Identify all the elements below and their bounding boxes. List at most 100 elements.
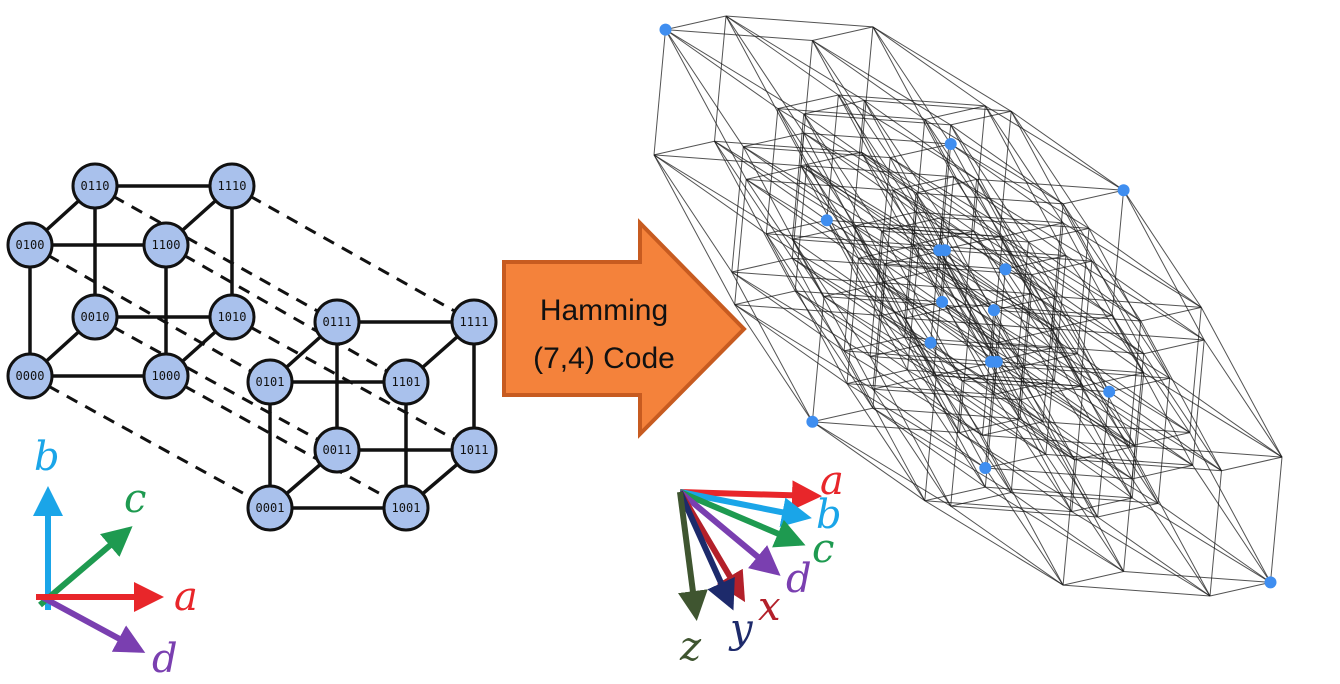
lattice-edge <box>872 407 986 488</box>
lattice-edge <box>653 154 793 240</box>
lattice-edge <box>653 140 715 156</box>
lattice-edge <box>1010 492 1124 572</box>
lattice-edge <box>950 110 1012 126</box>
node-0110: 0110 <box>71 162 119 210</box>
lattice-edge <box>1077 353 1191 434</box>
lattice-edge <box>872 388 952 507</box>
lattice-edge <box>1051 347 1191 434</box>
lattice-edge <box>962 366 1023 382</box>
lattice-edge <box>1010 111 1090 229</box>
lattice-edge <box>1221 456 1283 472</box>
lattice-edge <box>913 244 1052 330</box>
lattice-edge <box>1062 222 1202 308</box>
lattice-edge <box>823 296 937 376</box>
lattice-edge <box>838 94 977 180</box>
codeword-point <box>944 138 957 150</box>
lattice-edge <box>1074 459 1222 472</box>
axis-b-label-right: b <box>816 492 842 538</box>
lattice-edge <box>860 26 874 153</box>
lattice-edge <box>953 176 1032 294</box>
lattice-edge <box>1002 236 1142 322</box>
lattice-edge <box>1062 571 1124 586</box>
axis-z-label-right: z <box>679 624 702 670</box>
dashed-edge-1100-1101 <box>165 243 407 384</box>
codeword-point <box>1117 184 1130 197</box>
node-1110: 1110 <box>208 162 256 210</box>
lattice-edge <box>1071 511 1211 597</box>
node-circle <box>208 293 256 341</box>
lattice-edge <box>872 282 885 409</box>
lattice-edge <box>878 282 960 433</box>
lattice-edge <box>915 211 1055 297</box>
lattice-edge <box>930 217 943 343</box>
lattice-edge <box>915 211 998 363</box>
codeword-point <box>979 462 992 474</box>
axis-c-arrow-right <box>678 489 806 548</box>
lattice-edge <box>852 225 1000 238</box>
lattice-edge <box>872 374 934 390</box>
lattice-edge <box>1054 380 1193 466</box>
node-label: 1100 <box>152 238 181 252</box>
lattice-edge <box>869 355 983 436</box>
lattice-edge <box>734 304 813 422</box>
lattice-edge <box>734 179 747 305</box>
lattice-edge <box>714 140 854 227</box>
node-circle <box>6 352 54 400</box>
lattice-edge <box>938 268 1078 355</box>
node-label: 1111 <box>460 315 489 329</box>
lattice-edge <box>941 217 1024 368</box>
lattice-edge <box>878 282 1018 368</box>
lattice-edge <box>812 421 926 502</box>
lattice-edge <box>1077 353 1159 504</box>
lattice-edge <box>1079 386 1159 504</box>
lattice-edge <box>665 15 727 31</box>
lattice-edge <box>924 105 986 120</box>
lattice-edge <box>806 165 885 284</box>
lattice-edge <box>812 26 874 41</box>
node-circle <box>71 293 119 341</box>
codeword-point <box>820 214 833 227</box>
lattice-edge <box>714 141 796 292</box>
lattice-edge <box>872 26 952 145</box>
lattice-edge <box>794 290 874 409</box>
lattice-edge <box>1057 328 1205 341</box>
lattice-edge <box>1082 385 1222 472</box>
lattice-edge <box>1022 366 1170 379</box>
lattice-edge <box>996 361 1144 374</box>
lattice-edge <box>1203 339 1283 458</box>
lattice-edge <box>1054 296 1202 308</box>
lattice-edge <box>792 257 931 344</box>
lattice-edge <box>1019 399 1133 480</box>
lattice-edge <box>1123 446 1136 572</box>
lattice-edge <box>837 94 917 213</box>
code-lattice <box>653 15 1283 597</box>
node-circle <box>208 162 256 210</box>
node-1010: 1010 <box>208 293 256 341</box>
lattice-edge <box>930 342 1012 493</box>
hamming-arrow: Hamming (7,4) Code <box>502 218 747 439</box>
lattice-edge <box>665 29 805 115</box>
lattice-edge <box>973 230 1052 349</box>
lattice-edge <box>665 29 779 110</box>
lattice-edge <box>938 249 1052 330</box>
lattice-edge <box>1192 465 1271 583</box>
lattice-edge <box>942 217 1090 229</box>
dashed-edge-1010-1011 <box>231 315 475 452</box>
lattice-edge <box>745 179 825 297</box>
lattice-edge <box>872 388 986 469</box>
lattice-edge <box>846 383 926 501</box>
lattice-edge <box>993 394 1133 480</box>
lattice-edge <box>792 257 905 338</box>
codeword-point <box>924 336 937 349</box>
lattice-edge <box>1063 584 1211 597</box>
lattice-edge <box>794 290 908 371</box>
lattice-edge <box>811 296 825 422</box>
lattice-edge <box>1065 255 1145 373</box>
axis-d-label: d <box>152 636 178 682</box>
node-label: 0001 <box>256 501 285 515</box>
lattice-edge <box>791 113 805 240</box>
lattice-edge <box>858 244 920 259</box>
lattice-edge <box>999 236 1078 354</box>
hamming-arrow-line1: Hamming <box>540 294 668 327</box>
